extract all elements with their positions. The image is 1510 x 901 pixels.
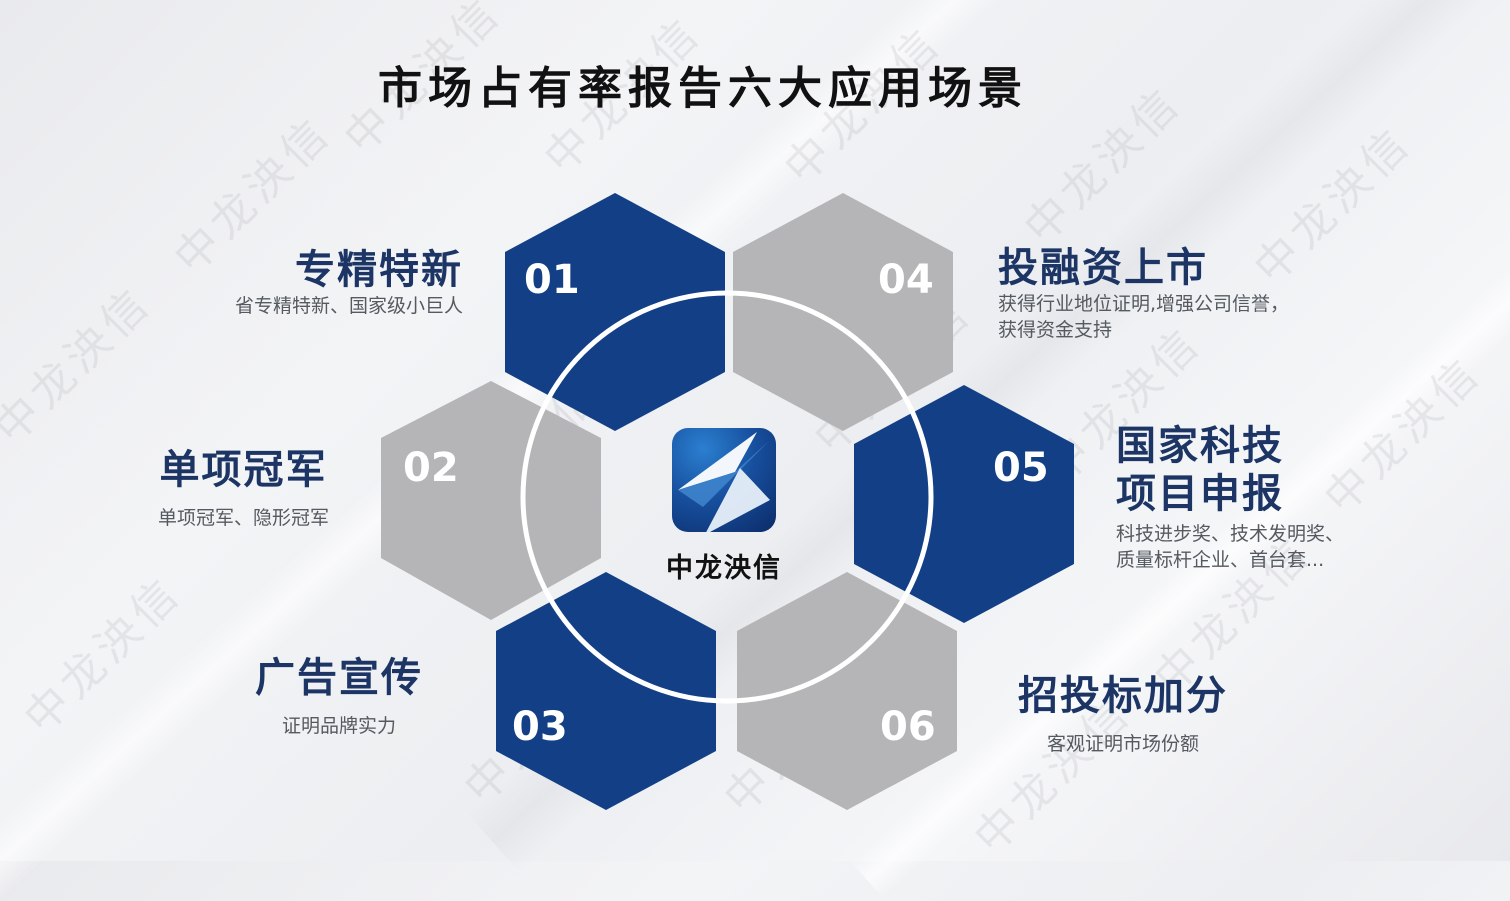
page-title: 市场占有率报告六大应用场景 — [378, 63, 1028, 114]
zhonglong-logo-icon — [672, 428, 776, 540]
hexagon-02-number: 02 — [403, 445, 459, 491]
scenario-06-title: 招投标加分 — [1018, 673, 1228, 719]
hexagon-05 — [854, 385, 1074, 623]
brand-name: 中龙泱信 — [666, 553, 782, 584]
scenario-02-label: 单项冠军 单项冠军、隐形冠军 — [158, 446, 329, 532]
scenario-04-desc-line-2: 获得资金支持 — [998, 318, 1113, 341]
hexagon-03-number: 03 — [512, 704, 568, 750]
hexagon-04-number: 04 — [878, 257, 934, 303]
scenario-05-desc-line-2: 质量标杆企业、首台套... — [1116, 548, 1325, 571]
hexagon-06-number: 06 — [880, 704, 936, 750]
scenario-04-label: 投融资上市 获得行业地位证明,增强公司信誉， 获得资金支持 — [998, 244, 1289, 343]
hexagon-01-number: 01 — [524, 257, 580, 303]
scenario-05-title-line-2: 项目申报 — [1116, 471, 1284, 517]
hexagon-01 — [505, 193, 725, 431]
scenario-03-desc: 证明品牌实力 — [281, 715, 396, 737]
scenario-04-desc-line-1: 获得行业地位证明,增强公司信誉， — [998, 293, 1290, 315]
scenario-04-title: 投融资上市 — [998, 245, 1208, 291]
scenario-01-title: 专精特新 — [295, 247, 463, 293]
hexagon-diagram: 01 02 03 04 05 06 — [381, 193, 1074, 810]
hexagon-05-number: 05 — [993, 445, 1049, 491]
hexagon-04 — [733, 193, 953, 431]
scenario-01-desc: 省专精特新、国家级小巨人 — [234, 295, 463, 317]
scenario-03-title: 广告宣传 — [255, 655, 423, 701]
center-ring — [520, 290, 934, 704]
hexagon-03 — [496, 572, 716, 810]
scenario-01-label: 专精特新 省专精特新、国家级小巨人 — [235, 246, 463, 320]
scenario-06-desc: 客观证明市场份额 — [1046, 733, 1199, 755]
scenario-03-label: 广告宣传 证明品牌实力 — [255, 654, 423, 740]
hexagon-02 — [381, 381, 601, 620]
scenario-02-desc: 单项冠军、隐形冠军 — [158, 507, 330, 529]
scenario-05-label: 国家科技 项目申报 科技进步奖、技术发明奖、 质量标杆企业、首台套... — [1116, 422, 1344, 573]
scenario-02-title: 单项冠军 — [159, 447, 328, 493]
hexagon-06 — [737, 572, 957, 810]
scenario-05-desc-line-1: 科技进步奖、技术发明奖、 — [1116, 523, 1345, 545]
scenario-05-title-line-1: 国家科技 — [1116, 423, 1284, 469]
scenario-06-label: 招投标加分 客观证明市场份额 — [1018, 672, 1228, 758]
